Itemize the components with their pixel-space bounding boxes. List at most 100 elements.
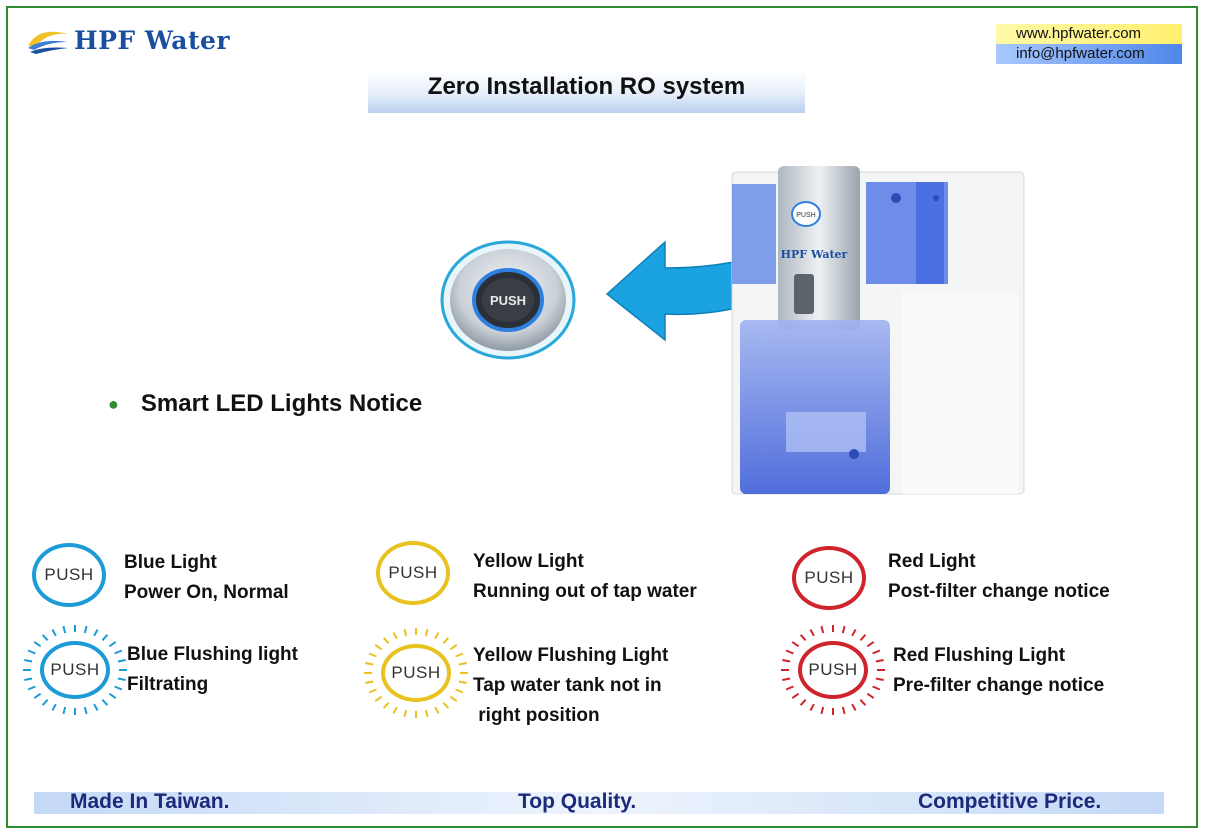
page-frame — [6, 6, 1198, 828]
legend-desc: Running out of tap water — [473, 581, 697, 602]
flash-ray — [442, 637, 450, 644]
footer-bar: Made In Taiwan. Top Quality. Competitive… — [34, 790, 1164, 814]
flash-ray — [392, 706, 398, 714]
feature-bullet-text: Smart LED Lights Notice — [140, 390, 423, 417]
flash-ray — [51, 703, 57, 711]
legend-title: Blue Light — [124, 552, 217, 573]
zoom-button-label: PUSH — [490, 293, 526, 308]
flash-ray — [782, 659, 791, 663]
flash-ray — [424, 628, 429, 637]
legend-title: Yellow Light — [473, 551, 584, 572]
flash-ray — [458, 662, 467, 666]
flash-ray — [872, 649, 881, 655]
flash-ray — [782, 677, 791, 681]
flash-ray — [83, 706, 88, 715]
legend-title: Yellow Flushing Light — [473, 645, 669, 666]
flash-ray — [872, 685, 881, 691]
legend-title: Red Flushing Light — [893, 645, 1066, 666]
push-label: PUSH — [808, 660, 858, 679]
flash-ray — [33, 641, 42, 648]
flash-ray — [791, 641, 800, 648]
flash-ray — [799, 634, 807, 641]
flash-ray — [83, 625, 88, 634]
flash-ray — [365, 680, 374, 684]
product-logo-label: HPF Water — [781, 248, 848, 261]
flash-ray — [27, 649, 36, 655]
flash-ray — [368, 652, 377, 658]
flash-ray — [424, 709, 429, 718]
flash-ray — [809, 629, 815, 637]
push-label: PUSH — [388, 563, 438, 582]
flash-ray — [27, 685, 36, 691]
page-title: Zero Installation RO system — [368, 70, 805, 113]
red-flash-rays-icon — [781, 625, 885, 715]
flash-ray — [820, 706, 825, 715]
flash-ray — [51, 629, 57, 637]
flash-ray — [458, 680, 467, 684]
red-flushing-push-icon: PUSH — [798, 641, 868, 699]
flash-ray — [866, 641, 875, 648]
push-label: PUSH — [44, 565, 94, 584]
flash-ray — [434, 632, 440, 640]
yellow-flash-rays-icon — [364, 628, 468, 718]
ro-system-illustration: PUSH HPF Water — [731, 166, 1025, 495]
flash-ray — [851, 629, 857, 637]
footer-made-in: Made In Taiwan. — [70, 790, 230, 813]
push-label: PUSH — [804, 568, 854, 587]
flash-ray — [785, 685, 794, 691]
email-link[interactable]: info@hpfwater.com — [996, 44, 1182, 64]
legend-yellow-light: Yellow Light Running out of tap water — [473, 547, 697, 607]
blue-light-push-icon: PUSH — [32, 543, 106, 607]
red-light-push-icon: PUSH — [792, 546, 866, 610]
flash-ray — [41, 699, 49, 706]
flash-ray — [455, 652, 464, 658]
flash-ray — [449, 644, 458, 651]
legend-desc: Power On, Normal — [124, 582, 289, 603]
flash-ray — [799, 699, 807, 706]
flash-ray — [791, 692, 800, 699]
push-label: PUSH — [391, 663, 441, 682]
flash-ray — [117, 659, 126, 663]
flash-ray — [455, 688, 464, 694]
flash-ray — [859, 699, 867, 706]
flash-ray — [101, 634, 109, 641]
flash-ray — [101, 699, 109, 706]
legend-blue-flushing: Blue Flushing light Filtrating — [127, 640, 298, 700]
legend-title: Red Light — [888, 551, 976, 572]
footer-quality: Top Quality. — [518, 790, 637, 813]
flash-ray — [841, 706, 846, 715]
flash-ray — [449, 695, 458, 702]
flash-ray — [108, 692, 117, 699]
flash-ray — [403, 628, 408, 637]
blue-flash-rays-icon — [23, 625, 127, 715]
flash-ray — [875, 677, 884, 681]
footer-price: Competitive Price. — [918, 790, 1102, 813]
flash-ray — [368, 688, 377, 694]
flash-ray — [866, 692, 875, 699]
flash-ray — [62, 706, 67, 715]
flash-ray — [442, 702, 450, 709]
legend-title: Blue Flushing light — [127, 644, 298, 665]
zoomed-push-button: PUSH — [440, 240, 576, 360]
flash-ray — [392, 632, 398, 640]
flash-ray — [24, 659, 33, 663]
contact-box: www.hpfwater.com info@hpfwater.com — [996, 24, 1182, 64]
flash-ray — [93, 703, 99, 711]
flash-ray — [24, 677, 33, 681]
flash-ray — [434, 706, 440, 714]
flash-ray — [374, 644, 383, 651]
push-label: PUSH — [50, 660, 100, 679]
flash-ray — [851, 703, 857, 711]
legend-desc: Post-filter change notice — [888, 581, 1110, 602]
flash-ray — [114, 649, 123, 655]
flash-ray — [809, 703, 815, 711]
flash-ray — [93, 629, 99, 637]
legend-desc: Filtrating — [127, 674, 209, 695]
website-link[interactable]: www.hpfwater.com — [996, 24, 1182, 44]
product-button-label: PUSH — [796, 212, 815, 219]
flash-ray — [820, 625, 825, 634]
flash-ray — [33, 692, 42, 699]
legend-blue-light: Blue Light Power On, Normal — [124, 548, 289, 608]
legend-desc: Tap water tank not in — [473, 675, 662, 696]
flash-ray — [374, 695, 383, 702]
